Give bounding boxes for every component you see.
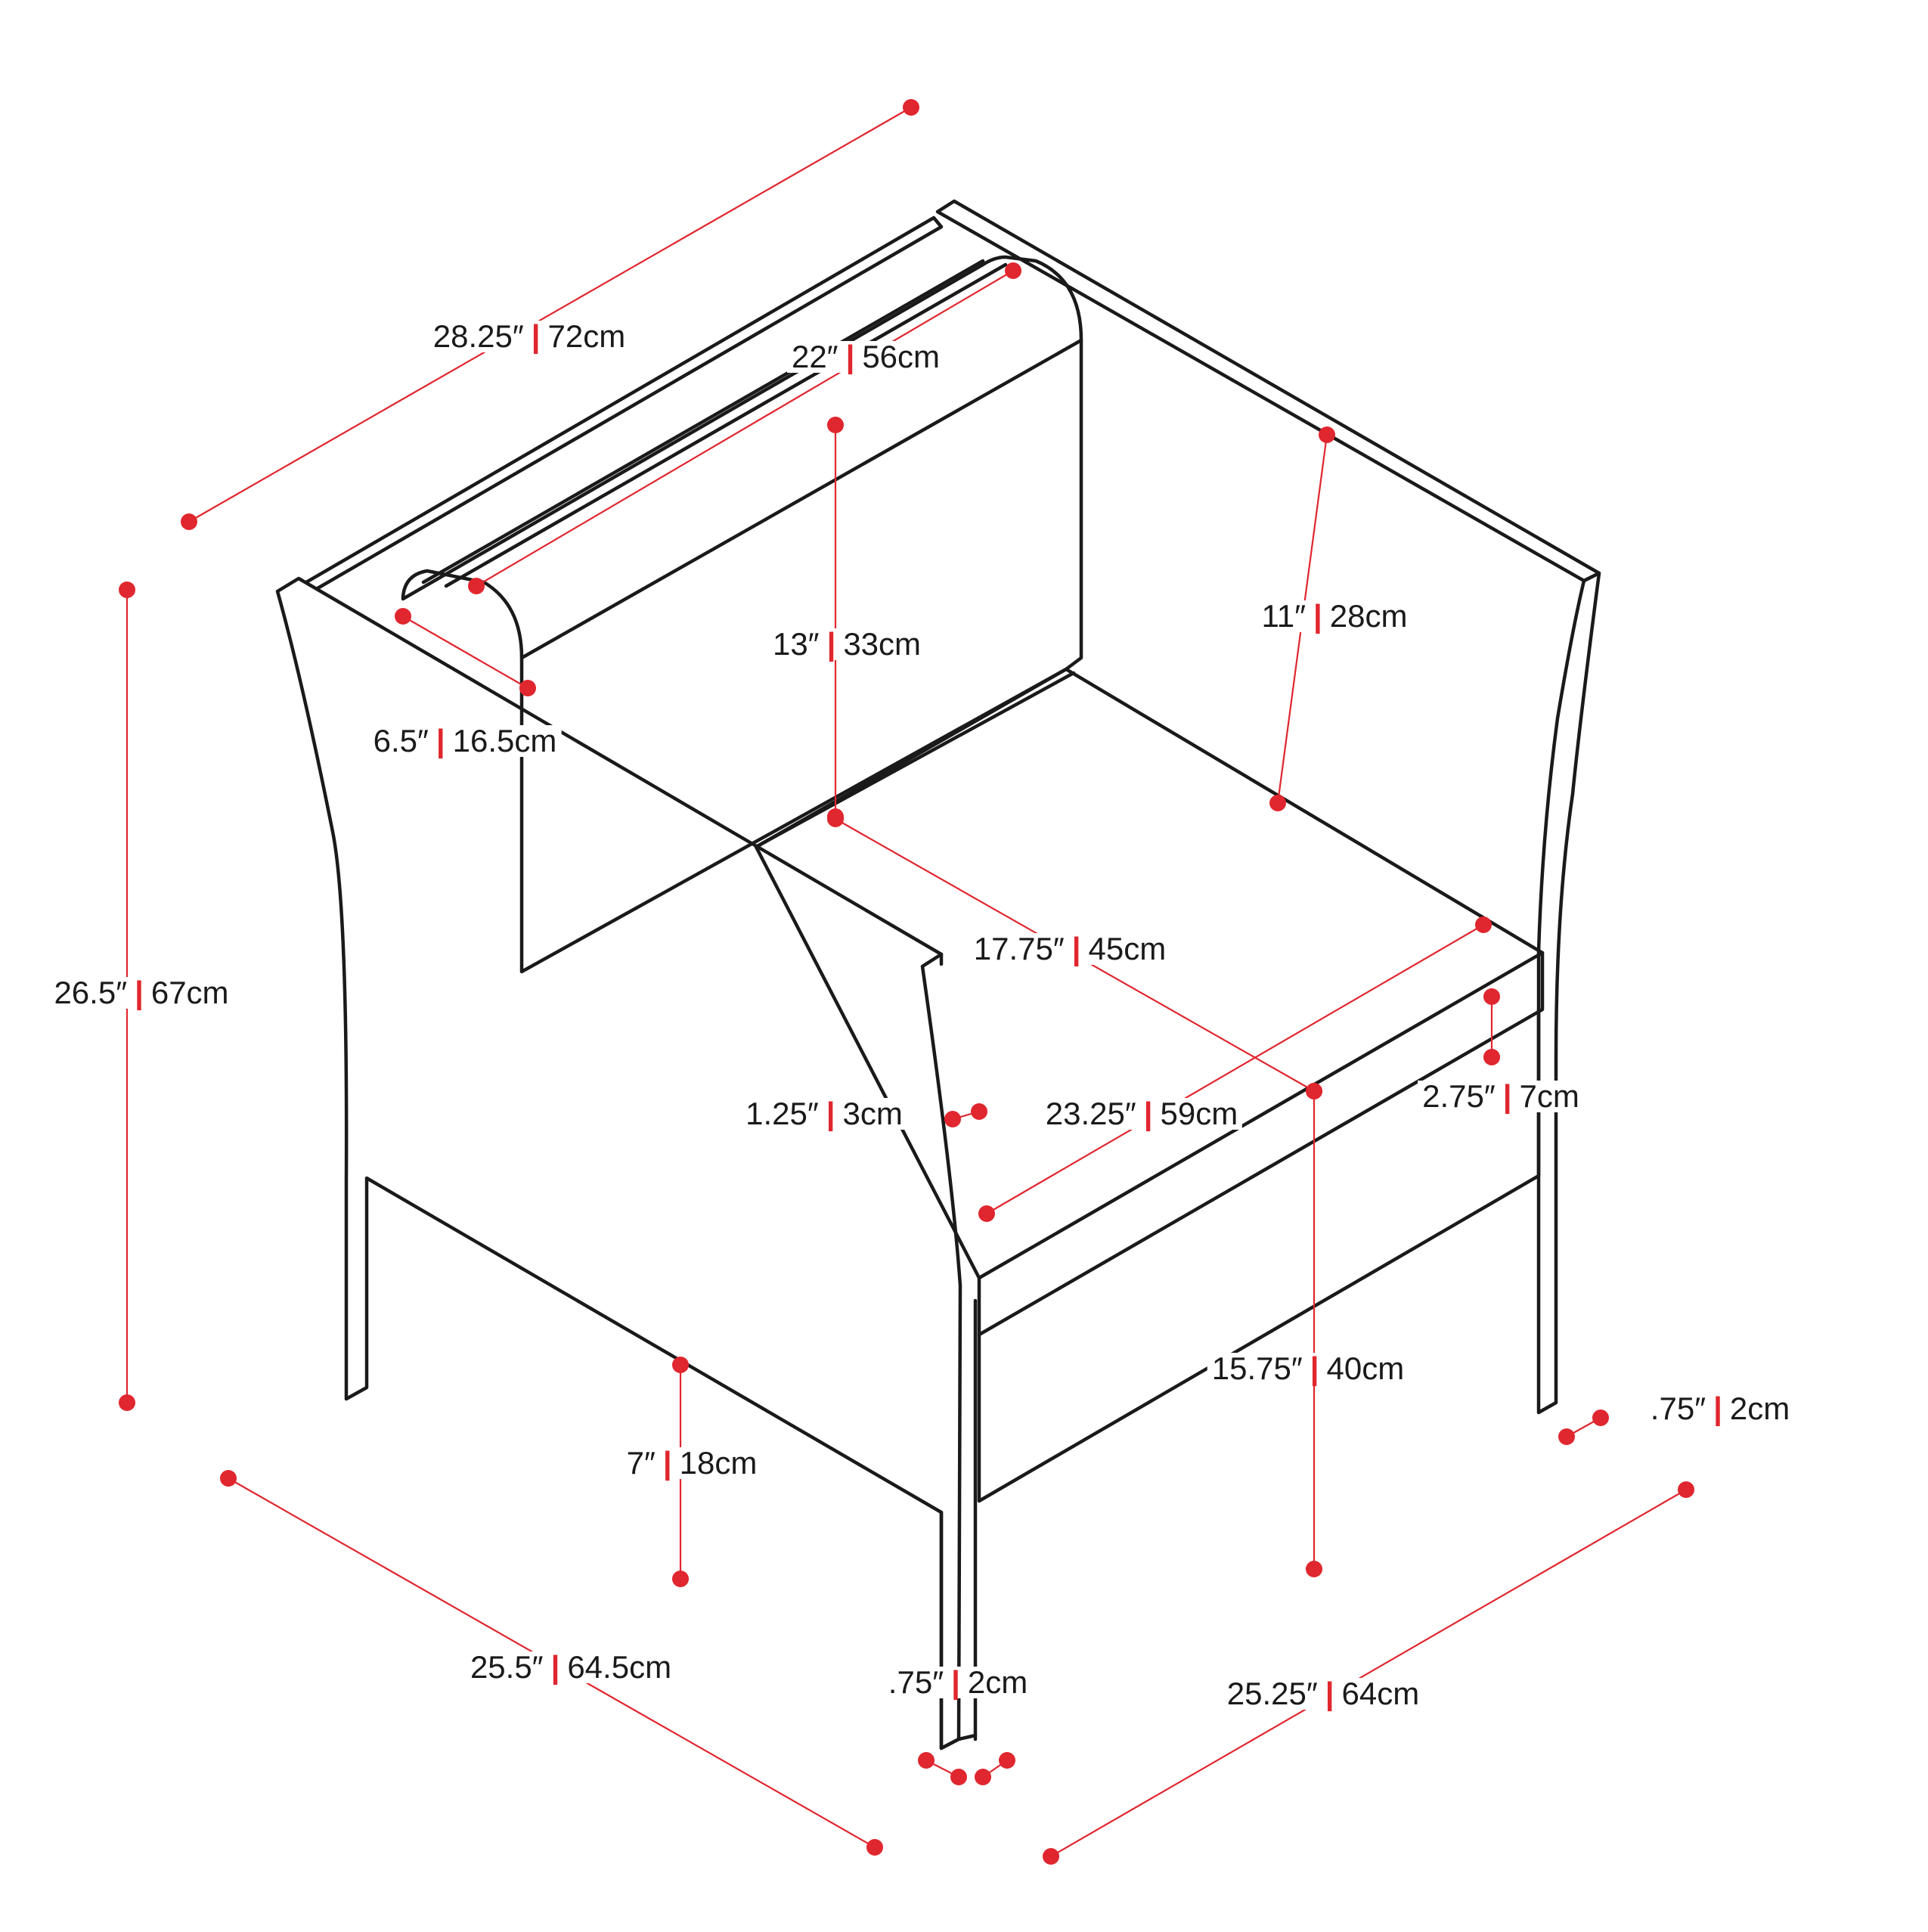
dim-armrest-seat-height-label: 11″|28cm — [1257, 600, 1412, 632]
measure-dot-back-cushion-width-end — [1005, 262, 1021, 279]
measure-dot-armrest-width-start — [395, 608, 411, 625]
measure-dot-armrest-seat-height-end — [1269, 795, 1286, 811]
measure-line-overall-length — [1050, 1489, 1687, 1857]
back-frame-top — [304, 216, 944, 591]
measure-dot-back-cushion-width-start — [468, 578, 485, 594]
measure-dot-seat-height-end — [1306, 1561, 1322, 1577]
back-cushion-seam-2 — [444, 262, 1008, 588]
dim-cushion-thickness-label: 2.75″|7cm — [1418, 1081, 1584, 1112]
back-cushion-seam-1 — [421, 259, 985, 585]
measure-dot-rear-leg-width-end — [1592, 1409, 1609, 1426]
measure-dot-arm-thickness-start — [944, 1111, 961, 1127]
measure-dot-rear-leg-width-start — [1558, 1428, 1575, 1445]
measure-dot-front-leg-width-left-end — [950, 1769, 967, 1785]
measure-line-armrest-width — [402, 616, 528, 689]
measure-dot-overall-depth-start — [181, 513, 197, 530]
measure-dot-leg-height-end — [672, 1571, 689, 1587]
dim-overall-length-label: 25.25″|64cm — [1222, 1678, 1424, 1710]
measure-dot-front-leg-width-right-end — [999, 1752, 1015, 1769]
dim-front-leg-width-label: .75″|2cm — [883, 1667, 1033, 1698]
dim-arm-thickness-label: 1.25″|3cm — [741, 1098, 907, 1130]
front-left-leg — [939, 1510, 961, 1751]
measure-dot-back-height-start — [827, 417, 844, 433]
seat-cushion-top — [754, 667, 1545, 1280]
dim-seat-depth-label: 17.75″|45cm — [969, 933, 1171, 965]
measure-dot-seat-depth-start — [827, 811, 844, 827]
measure-dot-armrest-seat-height-start — [1319, 426, 1335, 443]
dim-rear-leg-width-label: .75″|2cm — [1645, 1393, 1795, 1425]
measure-dot-front-leg-width-left-start — [918, 1752, 935, 1769]
measure-dot-seat-width-end — [1475, 916, 1492, 933]
measure-dot-overall-width-end — [866, 1839, 883, 1856]
measure-line-back-cushion-width — [476, 270, 1014, 587]
measure-dot-front-leg-width-right-start — [975, 1769, 991, 1785]
seat-cushion-front — [977, 950, 1545, 1337]
dim-armrest-width-label: 6.5″|16.5cm — [368, 725, 562, 757]
measure-dot-overall-width-start — [220, 1470, 237, 1487]
measure-line-seat-width — [986, 924, 1484, 1214]
dim-back-height-label: 13″|33cm — [767, 628, 926, 660]
right-arm-top-rail — [935, 199, 1601, 583]
dim-overall-height-label: 26.5″|67cm — [49, 977, 234, 1009]
chair-outline — [275, 199, 1601, 1751]
measure-dot-cushion-thickness-end — [1483, 1049, 1500, 1065]
measure-dot-leg-height-start — [672, 1357, 689, 1373]
measure-dot-seat-height-start — [1306, 1083, 1322, 1099]
front-leg-foot — [956, 1733, 978, 1741]
measure-dot-overall-length-end — [1678, 1481, 1694, 1498]
back-cushion-seam-3 — [519, 338, 1083, 660]
dim-back-cushion-width-label: 22″|56cm — [786, 341, 945, 373]
dim-leg-height-label: 7″|18cm — [621, 1447, 762, 1479]
measure-dot-overall-height-end — [119, 1394, 135, 1411]
dim-overall-width-label: 25.5″|64.5cm — [465, 1651, 677, 1683]
measure-dot-armrest-width-end — [519, 680, 536, 696]
right-arm-panel — [1536, 571, 1601, 1415]
measure-dot-overall-height-start — [119, 581, 135, 598]
measure-dot-arm-thickness-end — [971, 1103, 987, 1120]
left-arm-panel — [275, 576, 962, 1751]
dim-seat-width-label: 23.25″|59cm — [1040, 1098, 1243, 1130]
dim-seat-height-label: 15.75″|40cm — [1207, 1353, 1409, 1385]
measure-dot-cushion-thickness-start — [1483, 988, 1500, 1005]
back-cushion — [401, 255, 1083, 974]
measure-dot-overall-length-start — [1043, 1848, 1059, 1865]
measure-dot-seat-width-start — [978, 1205, 995, 1222]
back-base-line — [754, 671, 1076, 849]
dim-overall-depth-label: 28.25″|72cm — [428, 321, 631, 352]
measure-line-overall-depth — [188, 107, 912, 523]
measure-dot-overall-depth-end — [903, 99, 919, 116]
